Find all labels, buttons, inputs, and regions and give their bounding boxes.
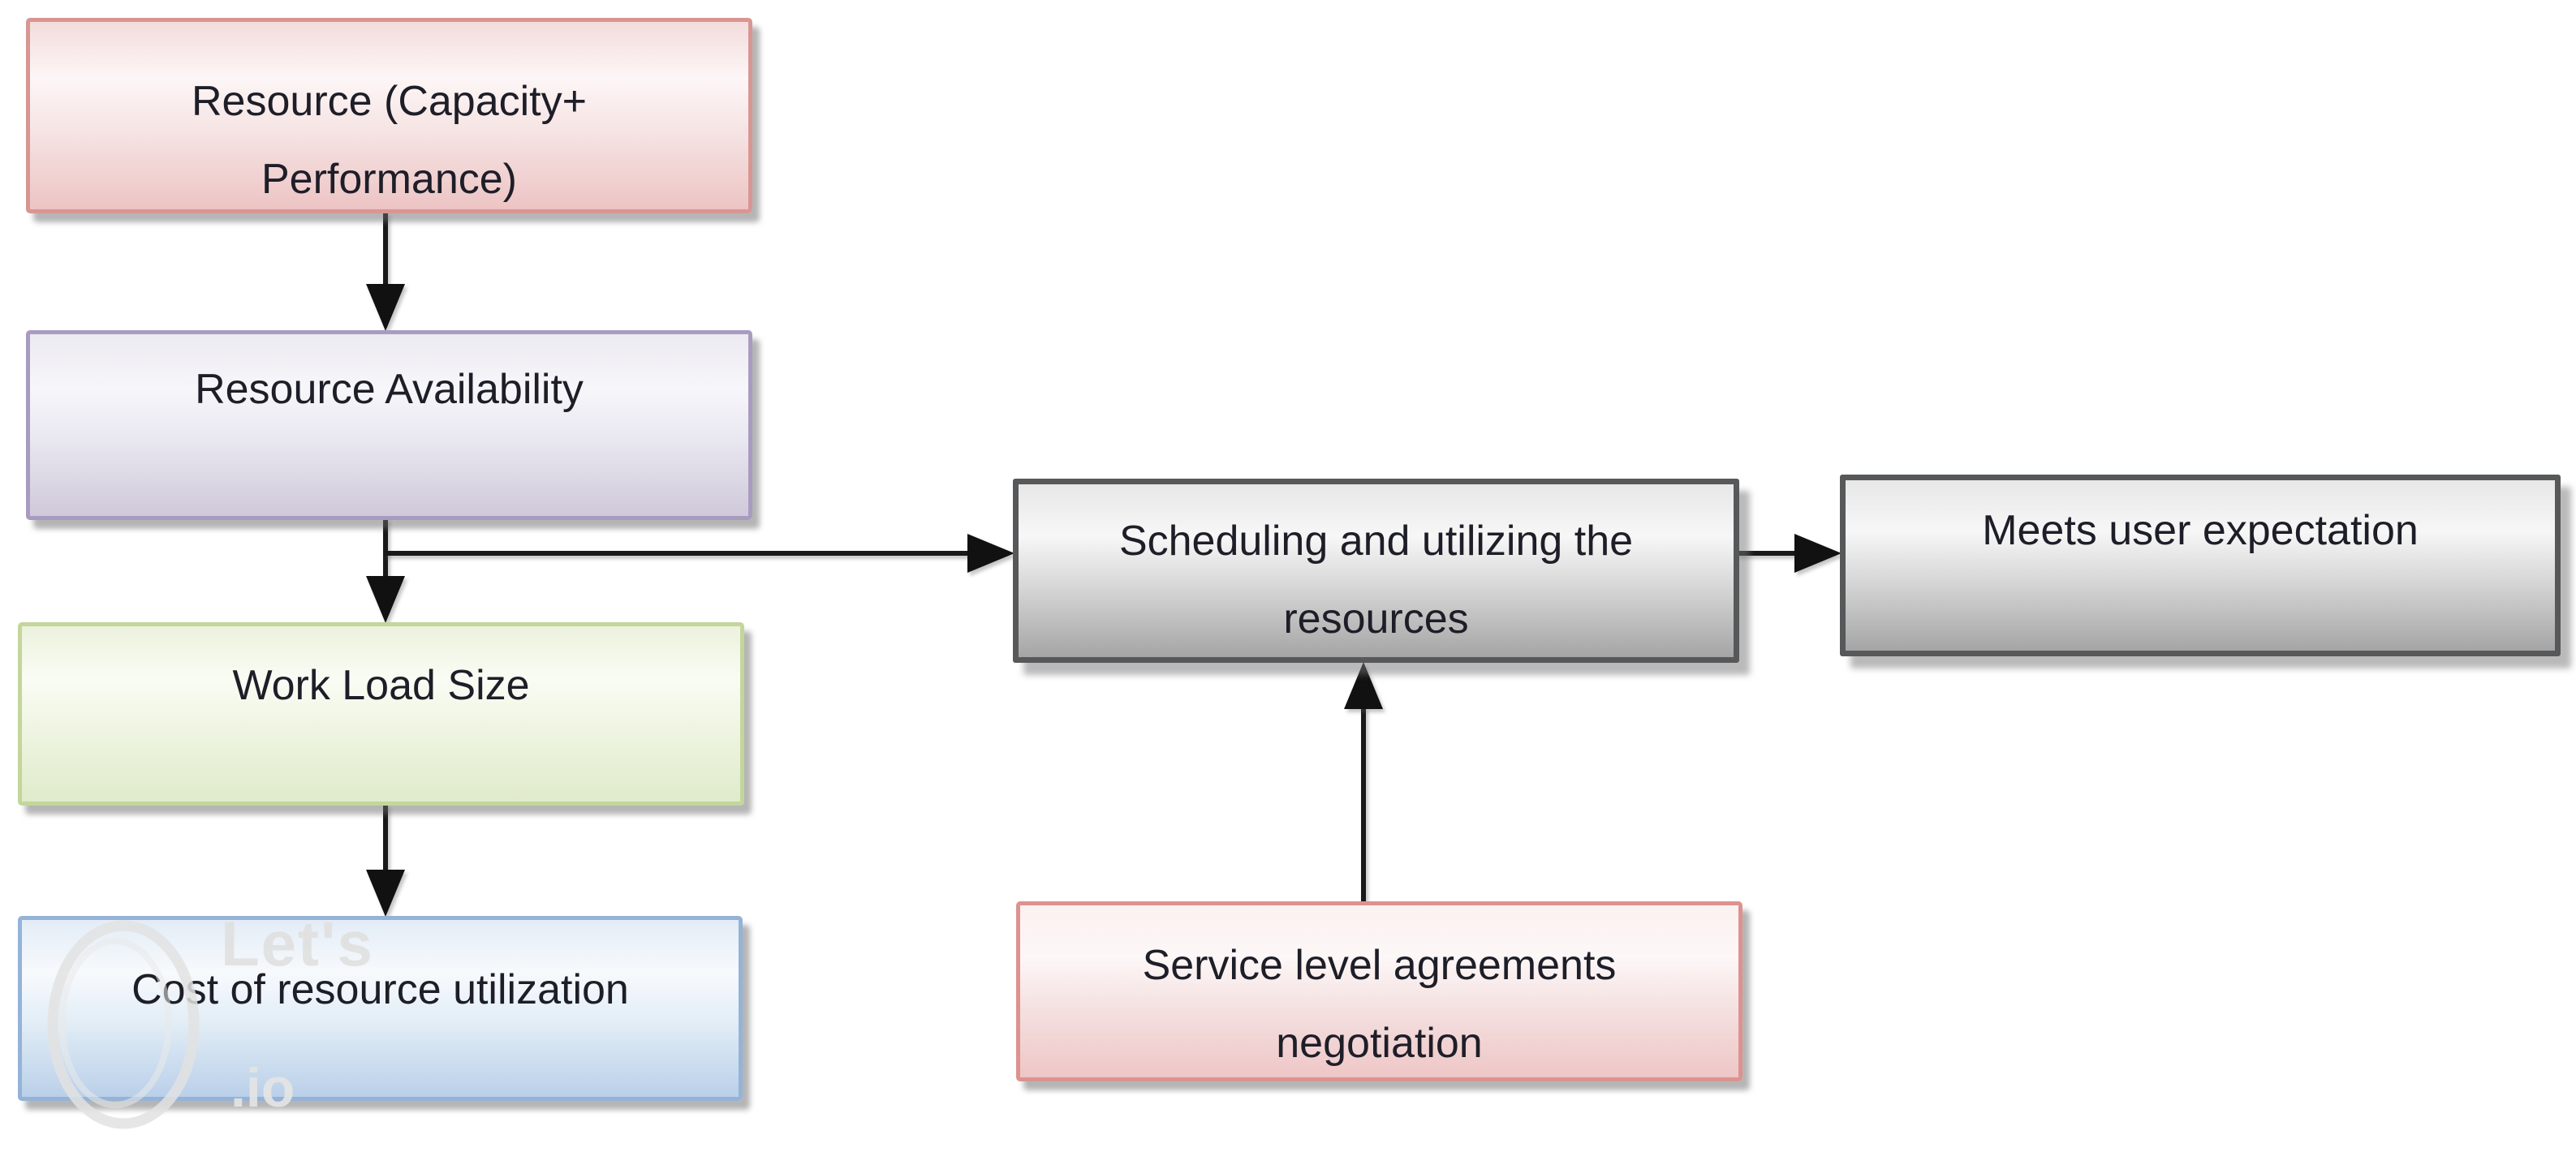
arrow-availability-to-scheduling-line — [383, 551, 969, 556]
arrow-sla-to-scheduling-head — [1344, 662, 1383, 709]
node-scheduling: Scheduling and utilizing the resources — [1013, 479, 1739, 663]
arrow-scheduling-to-expectation-line — [1736, 551, 1796, 556]
arrow-availability-to-workload-line — [383, 518, 388, 579]
node-workload-size: Work Load Size — [18, 622, 744, 806]
arrow-availability-to-scheduling-head — [967, 534, 1014, 573]
node-label: Cost of resource utilization — [131, 966, 629, 1013]
node-label: Work Load Size — [232, 662, 530, 709]
node-resource-capacity: Resource (Capacity+ Performance) — [26, 18, 752, 213]
arrow-scheduling-to-expectation-head — [1794, 534, 1842, 573]
arrow-workload-to-cost-line — [383, 804, 388, 873]
node-label: Meets user expectation — [1982, 507, 2419, 554]
node-label: Scheduling and utilizing the resources — [1118, 518, 1634, 643]
node-meets-expectation: Meets user expectation — [1840, 475, 2561, 656]
arrow-workload-to-cost-head — [366, 870, 405, 917]
node-label: Resource (Capacity+ Performance) — [192, 78, 587, 203]
arrow-capacity-to-availability-line — [383, 212, 388, 289]
node-sla-negotiation: Service level agreements negotiation — [1016, 901, 1742, 1081]
node-resource-availability: Resource Availability — [26, 330, 752, 520]
arrow-sla-to-scheduling-line — [1361, 707, 1366, 903]
arrow-capacity-to-availability-head — [366, 284, 405, 331]
arrow-availability-to-workload-head — [366, 576, 405, 623]
node-label: Resource Availability — [195, 366, 584, 413]
node-label: Service level agreements negotiation — [1142, 942, 1617, 1067]
node-cost-utilization: Cost of resource utilization — [18, 916, 743, 1101]
